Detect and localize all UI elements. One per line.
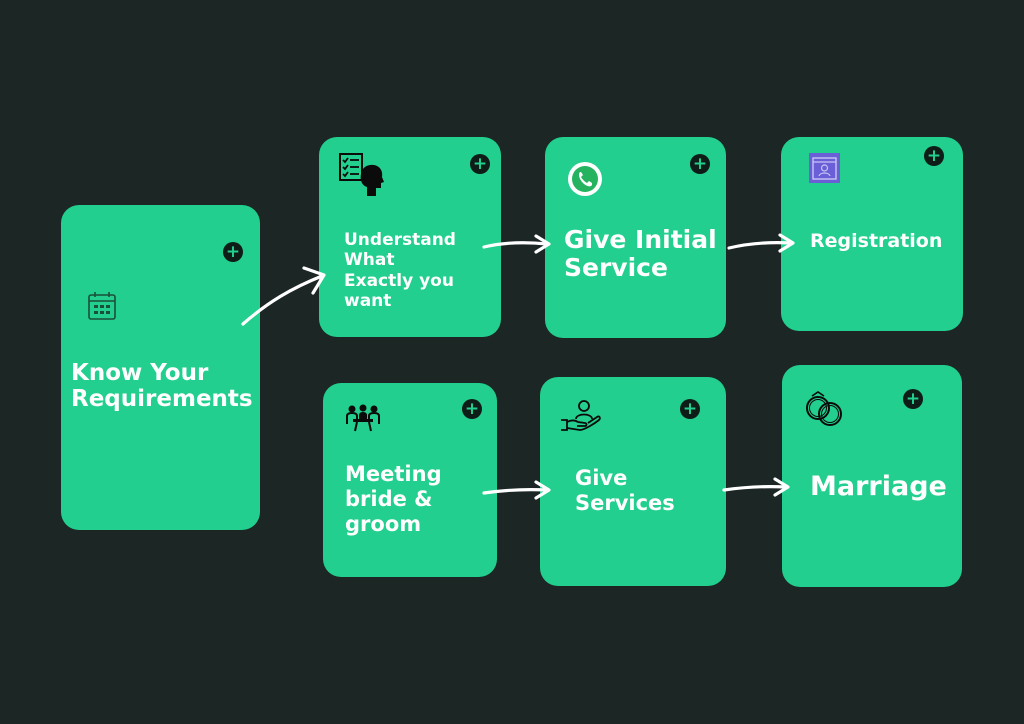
step-label: Marriage [810, 471, 947, 502]
expand-plus-icon[interactable]: + [680, 399, 700, 419]
expand-plus-icon[interactable]: + [690, 154, 710, 174]
step-card-know-requirements: + Know Your Requirements [61, 205, 260, 530]
expand-plus-icon[interactable]: + [223, 242, 243, 262]
meeting-table-icon [346, 404, 380, 432]
step-label: Registration [810, 230, 943, 252]
hand-service-icon [561, 400, 601, 431]
step-card-initial-service: + Give Initial Service [545, 137, 726, 338]
calendar-icon [88, 292, 116, 320]
step-card-understand: + Understand What Exactly you want [319, 137, 501, 337]
step-card-marriage: + Marriage [782, 365, 962, 587]
expand-plus-icon[interactable]: + [924, 146, 944, 166]
step-card-give-services: + Give Services [540, 377, 726, 586]
registration-form-icon [809, 153, 840, 183]
expand-plus-icon[interactable]: + [470, 154, 490, 174]
step-card-meeting: + Meeting bride & groom [323, 383, 497, 577]
checklist-thinking-head-icon [339, 153, 384, 196]
whatsapp-icon [568, 162, 602, 196]
step-card-registration: + Registration [781, 137, 963, 331]
step-label: Understand What Exactly you want [344, 230, 456, 312]
step-label: Meeting bride & groom [345, 462, 442, 537]
arrow-services-to-marriage [722, 477, 790, 497]
step-label: Know Your Requirements [71, 360, 253, 412]
expand-plus-icon[interactable]: + [462, 399, 482, 419]
step-label: Give Initial Service [564, 225, 717, 282]
rings-icon [806, 391, 842, 426]
expand-plus-icon[interactable]: + [903, 389, 923, 409]
step-label: Give Services [575, 466, 675, 515]
